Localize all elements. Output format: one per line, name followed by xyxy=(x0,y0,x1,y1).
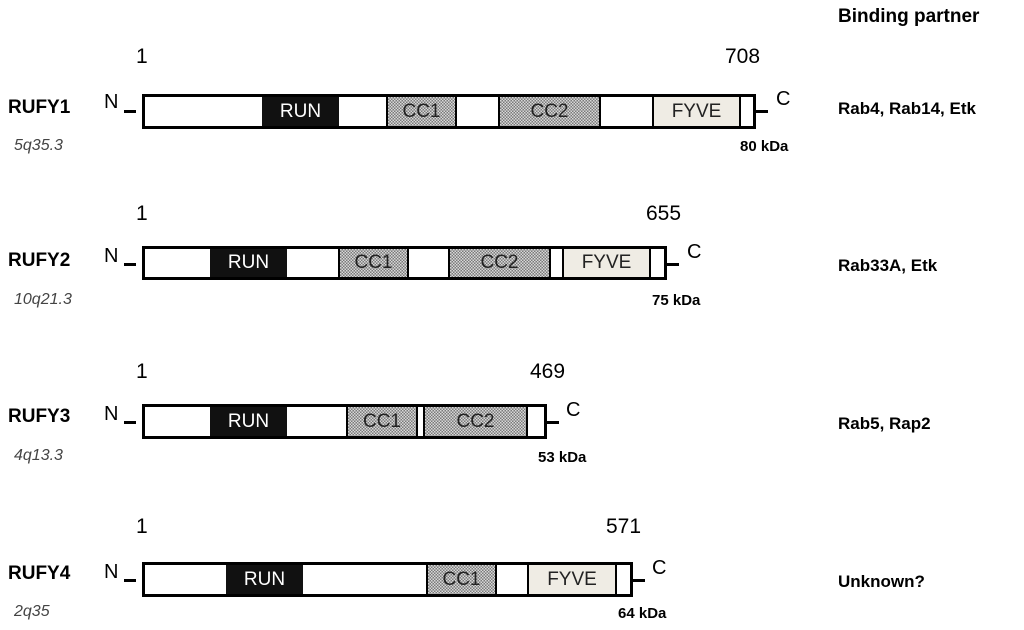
end-residue: 655 xyxy=(646,202,682,225)
binding-partners: Unknown? xyxy=(838,572,925,591)
chromosome-locus: 4q13.3 xyxy=(14,447,63,464)
binding-partners: Rab5, Rap2 xyxy=(838,414,931,433)
c-terminus-label: C xyxy=(776,88,791,110)
protein-name: RUFY1 xyxy=(8,97,71,118)
n-terminus-label: N xyxy=(104,91,119,113)
c-terminus-line xyxy=(547,421,559,424)
cc1-domain: CC1 xyxy=(338,249,409,277)
cc1-domain: CC1 xyxy=(346,407,418,436)
run-domain: RUN xyxy=(210,407,287,436)
chromosome-locus: 5q35.3 xyxy=(14,137,63,154)
chromosome-locus: 2q35 xyxy=(14,603,50,620)
molecular-mass: 64 kDa xyxy=(618,605,667,622)
start-residue: 1 xyxy=(136,515,148,538)
cc1-domain: CC1 xyxy=(426,565,497,594)
protein-bar: RUN CC1 CC2 FYVE xyxy=(142,246,667,280)
cc2-domain: CC2 xyxy=(423,407,528,436)
c-terminus-label: C xyxy=(652,557,667,579)
molecular-mass: 80 kDa xyxy=(740,138,789,155)
n-terminus-line xyxy=(124,110,136,113)
n-terminus-label: N xyxy=(104,245,119,267)
c-terminus-line xyxy=(633,579,645,582)
end-residue: 469 xyxy=(530,360,566,383)
n-terminus-line xyxy=(124,421,136,424)
cc2-domain: CC2 xyxy=(448,249,551,277)
c-terminus-label: C xyxy=(566,399,581,421)
run-domain: RUN xyxy=(210,249,287,277)
binding-partner-header: Binding partner xyxy=(838,6,980,27)
protein-bar: RUN CC1 CC2 FYVE xyxy=(142,94,756,129)
end-residue: 708 xyxy=(725,45,761,68)
n-terminus-label: N xyxy=(104,403,119,425)
c-terminus-line xyxy=(667,263,679,266)
n-terminus-label: N xyxy=(104,561,119,583)
fyve-domain: FYVE xyxy=(527,565,617,594)
chromosome-locus: 10q21.3 xyxy=(14,291,72,308)
n-terminus-line xyxy=(124,263,136,266)
protein-name: RUFY3 xyxy=(8,406,71,427)
n-terminus-line xyxy=(124,579,136,582)
c-terminus-line xyxy=(756,110,768,113)
cc1-domain: CC1 xyxy=(386,97,457,126)
binding-partners: Rab33A, Etk xyxy=(838,256,938,275)
binding-partners: Rab4, Rab14, Etk xyxy=(838,99,976,118)
molecular-mass: 53 kDa xyxy=(538,449,587,466)
protein-bar: RUN CC1 CC2 xyxy=(142,404,547,439)
protein-name: RUFY4 xyxy=(8,563,71,584)
cc2-domain: CC2 xyxy=(498,97,601,126)
molecular-mass: 75 kDa xyxy=(652,292,701,309)
start-residue: 1 xyxy=(136,360,148,383)
run-domain: RUN xyxy=(226,565,303,594)
fyve-domain: FYVE xyxy=(562,249,651,277)
start-residue: 1 xyxy=(136,202,148,225)
start-residue: 1 xyxy=(136,45,148,68)
protein-bar: RUN CC1 FYVE xyxy=(142,562,633,597)
c-terminus-label: C xyxy=(687,241,702,263)
fyve-domain: FYVE xyxy=(652,97,741,126)
protein-name: RUFY2 xyxy=(8,250,71,271)
run-domain: RUN xyxy=(262,97,339,126)
end-residue: 571 xyxy=(606,515,642,538)
